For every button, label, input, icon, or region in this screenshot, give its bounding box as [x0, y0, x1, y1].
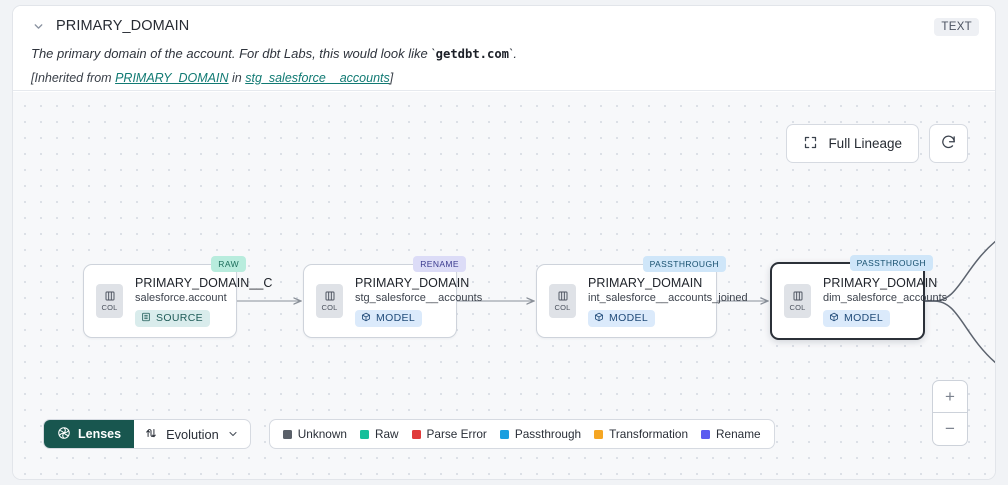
inherited-from-note: [Inherited from PRIMARY_DOMAIN in stg_sa…: [31, 71, 979, 85]
node-tag: RENAME: [413, 256, 466, 272]
node-kind-label: SOURCE: [156, 312, 204, 324]
columns-icon: COL: [316, 284, 343, 318]
legend-item-transformation: Transformation: [594, 427, 688, 441]
lineage-legend: Unknown Raw Parse Error Passthrough Tran…: [268, 419, 775, 449]
canvas-bottom-toolbar: Lenses Evolution Unknown Raw Parse Error…: [43, 419, 775, 449]
column-description: The primary domain of the account. For d…: [31, 45, 979, 63]
chevron-down-icon: [227, 428, 239, 440]
node-title: PRIMARY_DOMAIN__C: [135, 275, 273, 290]
node-chip-label: COL: [321, 303, 338, 312]
lineage-node[interactable]: PASSTHROUGH COL PRIMARY_DOMAIN int_sales…: [536, 256, 748, 338]
node-chip-label: COL: [101, 303, 118, 312]
legend-item-parse-error: Parse Error: [411, 427, 487, 441]
refresh-icon: [940, 134, 957, 154]
node-tag: PASSTHROUGH: [642, 256, 726, 272]
lenses-button[interactable]: Lenses: [44, 420, 135, 448]
evolution-label: Evolution: [166, 426, 219, 442]
cube-icon: [829, 312, 839, 325]
zoom-controls: + −: [932, 380, 968, 446]
node-kind-label: MODEL: [376, 312, 416, 324]
lineage-node-selected[interactable]: PASSTHROUGH COL PRIMARY_DOMAIN dim_sales…: [770, 255, 947, 340]
legend-swatch: [701, 429, 711, 439]
legend-label: Transformation: [609, 427, 689, 441]
columns-icon: COL: [96, 284, 123, 318]
node-tag: PASSTHROUGH: [849, 255, 933, 271]
description-text-pre: The primary domain of the account. For d…: [31, 46, 436, 61]
expand-corners-icon: [803, 135, 818, 153]
legend-item-unknown: Unknown: [282, 427, 347, 441]
node-body: PRIMARY_DOMAIN int_salesforce__accounts_…: [588, 276, 748, 327]
node-kind-badge: SOURCE: [135, 309, 211, 327]
legend-label: Raw: [374, 427, 399, 441]
node-chip-label: COL: [789, 303, 806, 312]
zoom-out-button[interactable]: −: [945, 419, 955, 438]
legend-swatch: [499, 429, 509, 439]
lineage-node[interactable]: RAW COL PRIMARY_DOMAIN__C salesforce.acc…: [83, 256, 272, 338]
legend-item-raw: Raw: [359, 427, 399, 441]
lenses-evolution-segment: Lenses Evolution: [43, 419, 251, 449]
evolution-dropdown[interactable]: Evolution: [134, 420, 250, 448]
legend-label: Rename: [716, 427, 761, 441]
column-header: PRIMARY_DOMAIN TEXT The primary domain o…: [13, 6, 995, 91]
page-title: PRIMARY_DOMAIN: [56, 18, 190, 34]
node-chip-label: COL: [554, 303, 571, 312]
legend-item-passthrough: Passthrough: [499, 427, 582, 441]
inherited-model-link[interactable]: stg_salesforce__accounts: [245, 70, 390, 85]
legend-swatch: [282, 429, 292, 439]
node-body: PRIMARY_DOMAIN stg_salesforce__accounts …: [355, 276, 482, 327]
legend-label: Unknown: [297, 427, 347, 441]
node-subtitle: stg_salesforce__accounts: [355, 291, 483, 304]
node-kind-badge: MODEL: [355, 309, 423, 327]
description-text-post: `.: [509, 46, 517, 61]
node-subtitle: int_salesforce__accounts_joined: [588, 291, 748, 304]
chevron-down-icon[interactable]: [31, 19, 45, 33]
node-tag: RAW: [211, 256, 246, 272]
columns-icon: COL: [784, 284, 811, 318]
lineage-node[interactable]: RENAME COL PRIMARY_DOMAIN stg_salesforce…: [303, 256, 482, 338]
full-lineage-label: Full Lineage: [828, 136, 902, 151]
cube-icon: [361, 312, 371, 325]
node-title: PRIMARY_DOMAIN: [823, 275, 938, 290]
header-title-row: PRIMARY_DOMAIN: [31, 18, 979, 34]
legend-swatch: [594, 429, 604, 439]
node-body: PRIMARY_DOMAIN dim_salesforce_accounts M…: [823, 276, 947, 327]
columns-icon: COL: [549, 284, 576, 318]
inherited-prefix: [Inherited from: [31, 70, 116, 85]
legend-swatch: [411, 429, 421, 439]
node-kind-badge: MODEL: [823, 309, 891, 327]
lenses-label: Lenses: [78, 427, 122, 441]
inherited-joiner: in: [228, 70, 246, 85]
node-title: PRIMARY_DOMAIN: [355, 275, 470, 290]
node-kind-label: MODEL: [844, 312, 884, 324]
legend-swatch: [359, 429, 369, 439]
node-kind-badge: MODEL: [588, 309, 656, 327]
node-subtitle: dim_salesforce_accounts: [823, 291, 948, 304]
full-lineage-button[interactable]: Full Lineage: [786, 124, 919, 163]
column-lineage-card: PRIMARY_DOMAIN TEXT The primary domain o…: [12, 5, 996, 480]
column-type-badge: TEXT: [934, 18, 979, 36]
zoom-in-button[interactable]: +: [933, 381, 967, 413]
node-subtitle: salesforce.account: [135, 291, 227, 304]
node-title: PRIMARY_DOMAIN: [588, 275, 703, 290]
inherited-suffix: ]: [389, 70, 394, 85]
node-kind-label: MODEL: [609, 312, 649, 324]
legend-label: Passthrough: [514, 427, 582, 441]
legend-item-rename: Rename: [701, 427, 761, 441]
node-body: PRIMARY_DOMAIN__C salesforce.account SOU…: [135, 276, 272, 327]
canvas-top-controls: Full Lineage: [786, 124, 968, 163]
lineage-canvas[interactable]: Full Lineage RAW COL PRIMARY_DOMAIN__C s…: [13, 92, 995, 479]
legend-label: Parse Error: [426, 427, 487, 441]
cube-icon: [594, 312, 604, 325]
description-code: getdbt.com: [435, 47, 510, 61]
refresh-button[interactable]: [929, 124, 968, 163]
aperture-icon: [57, 426, 71, 443]
database-icon: [141, 312, 151, 325]
flow-arrows-icon: [144, 426, 158, 443]
inherited-column-link[interactable]: PRIMARY_DOMAIN: [115, 70, 229, 85]
